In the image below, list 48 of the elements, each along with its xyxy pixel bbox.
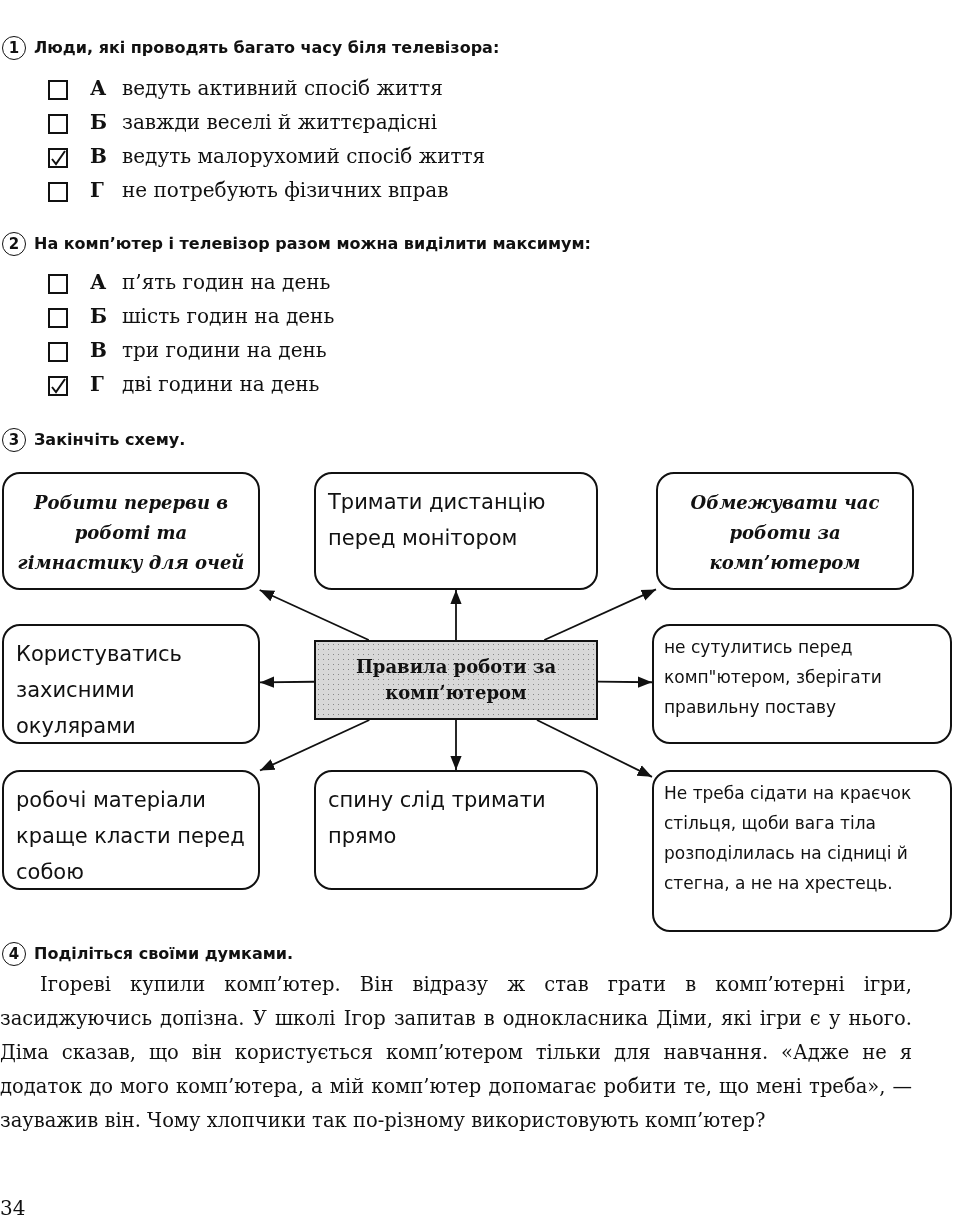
- rounded-box: [2, 472, 260, 590]
- option-letter: В: [90, 338, 107, 362]
- arrow: [259, 719, 371, 772]
- question-text: Закінчіть схему.: [34, 430, 186, 449]
- option-text: шість годин на день: [122, 304, 335, 328]
- box-text: Тримати дистанцію перед монітором: [328, 489, 547, 552]
- box-text: Обмежувати час роботи за комп’ютером: [689, 491, 881, 575]
- option-text: ведуть активний спосіб життя: [122, 76, 443, 100]
- option-text: три години на день: [122, 338, 327, 362]
- rounded-box: [314, 472, 598, 590]
- option-letter: Г: [90, 372, 104, 396]
- option-letter: Б: [90, 304, 108, 328]
- arrow: [450, 719, 462, 771]
- rounded-box: [652, 624, 952, 744]
- arrow: [258, 589, 370, 641]
- option-letter: А: [90, 76, 107, 100]
- rounded-box: [656, 472, 914, 590]
- rounded-box: [2, 770, 260, 890]
- box-text: спину слід тримати прямо: [328, 787, 547, 850]
- box-text: Користуватись захисними окулярами: [16, 641, 183, 740]
- paragraph: Ігореві купили комп’ютер. Він відразу ж став грати в комп’ютерні ігри, засиджуючись допізна. У школі Ігор запитав в однокласника Діми, які ігри є у нього. Діма сказав, що він користується комп’ютером тільки для навчання. «Адже не я додаток до мого комп’ютера, а мій комп’ютер допомагає робити те, що мені треба», — зауважив він. Чому хлопчики так по-різному використовують комп’ютер?: [0, 972, 912, 1134]
- box-text: Правила роботи за комп’ютером: [354, 655, 558, 705]
- option-letter: Б: [90, 110, 108, 134]
- central-box: [314, 640, 598, 720]
- option-text: дві години на день: [122, 372, 320, 396]
- arrow: [597, 676, 653, 688]
- page-number: 34: [0, 1196, 26, 1220]
- arrow: [536, 719, 653, 778]
- rounded-box: [2, 624, 260, 744]
- arrow: [543, 588, 657, 641]
- option-text: ведуть малорухомий спосіб життя: [122, 144, 486, 168]
- box-text: не сутулитись перед комп"ютером, зберігати правильну поставу: [664, 636, 883, 719]
- question-text: Люди, які проводять багато часу біля телевізора:: [34, 38, 500, 57]
- option-letter: Г: [90, 178, 104, 202]
- option-letter: А: [90, 270, 107, 294]
- question-text: Поділіться своїми думками.: [34, 944, 294, 963]
- rounded-box: [314, 770, 598, 890]
- option-letter: В: [90, 144, 107, 168]
- box-text: робочі матеріали краще класти перед собою: [16, 787, 246, 886]
- box-text: Робити перерви в роботі та гімнастику для очей: [16, 491, 246, 575]
- arrow: [450, 589, 462, 641]
- rounded-box: [652, 770, 952, 932]
- arrow: [259, 676, 315, 688]
- question-text: На комп’ютер і телевізор разом можна виділити максимум:: [34, 234, 591, 253]
- option-text: п’ять годин на день: [122, 270, 331, 294]
- option-text: завжди веселі й життєрадісні: [122, 110, 438, 134]
- box-text: Не треба сідати на краєчок стільця, щоби вага тіла розподілилась на сідниці й стегна, а не на хрестець.: [664, 782, 913, 895]
- option-text: не потребують фізичних вправ: [122, 178, 449, 202]
